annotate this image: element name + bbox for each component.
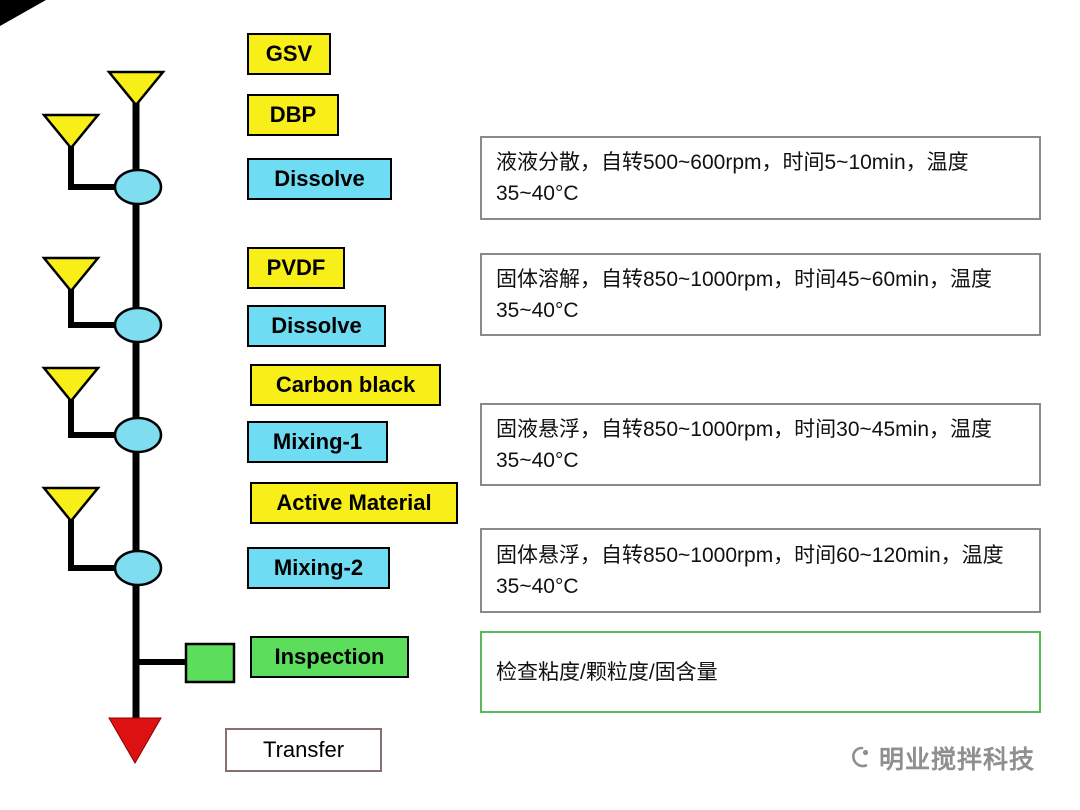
corner-mark <box>0 0 46 26</box>
funnel-icon-4 <box>41 366 101 403</box>
flow-label-dissolve-2: Dissolve <box>247 305 386 347</box>
flow-label-mixing-2: Mixing-2 <box>247 547 390 589</box>
mixer-node-1 <box>113 168 163 206</box>
funnel-icon-3 <box>41 256 101 293</box>
flow-label-inspection: Inspection <box>250 636 409 678</box>
process-note-inspection: 检查粘度/颗粒度/固含量 <box>480 631 1041 713</box>
flowchart-graphics <box>0 0 236 764</box>
watermark: 明业搅拌科技 <box>848 740 1035 776</box>
watermark-text: 明业搅拌科技 <box>879 746 1036 774</box>
flow-label-carbon-black: Carbon black <box>250 364 441 406</box>
flow-label-transfer: Transfer <box>225 728 382 772</box>
funnel-icon-2 <box>41 113 101 150</box>
flow-label-mixing-1: Mixing-1 <box>247 421 388 463</box>
branch-line-2 <box>68 288 122 328</box>
process-note-3: 固液悬浮，自转850~1000rpm，时间30~45min，温度35~40°C <box>480 403 1041 486</box>
flow-label-pvdf: PVDF <box>247 247 345 289</box>
branch-line-1 <box>68 144 122 190</box>
branch-line-4 <box>68 518 122 571</box>
mixer-node-4 <box>113 549 163 587</box>
process-note-4: 固体悬浮，自转850~1000rpm，时间60~120min，温度35~40°C <box>480 528 1041 613</box>
funnel-icon-1 <box>106 70 166 107</box>
inspection-node <box>184 642 236 684</box>
mixer-node-3 <box>113 416 163 454</box>
transfer-arrow-icon <box>108 717 162 764</box>
flow-label-dissolve-1: Dissolve <box>247 158 392 200</box>
mixer-node-2 <box>113 306 163 344</box>
process-note-1: 液液分散，自转500~600rpm，时间5~10min，温度35~40°C <box>480 136 1041 220</box>
flow-label-active-material: Active Material <box>250 482 458 524</box>
flow-label-gsv: GSV <box>247 33 331 75</box>
branch-line-3 <box>68 398 122 438</box>
flow-label-dbp: DBP <box>247 94 339 136</box>
stirrer-icon <box>852 746 869 768</box>
process-note-2: 固体溶解，自转850~1000rpm，时间45~60min，温度35~40°C <box>480 253 1041 336</box>
funnel-icon-5 <box>41 486 101 523</box>
